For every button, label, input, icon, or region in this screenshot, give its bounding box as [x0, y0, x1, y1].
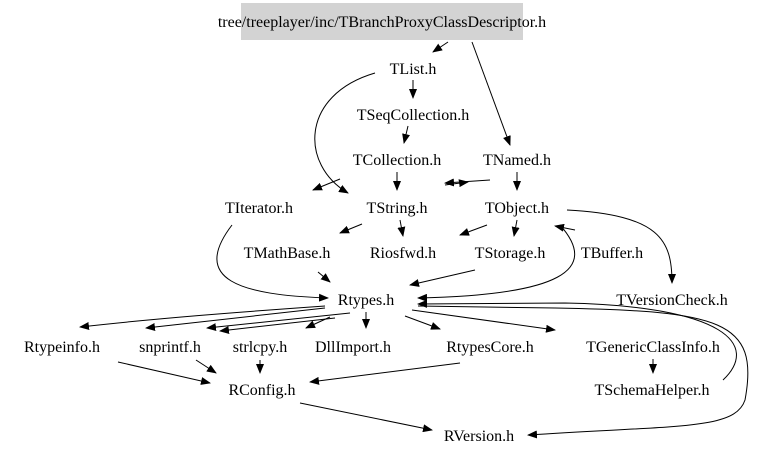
edge-rtypes-tgenericclassinfo-b	[411, 309, 556, 333]
node-dllimport[interactable]: DllImport.h	[315, 339, 391, 356]
edge-tobject-rtypes	[417, 224, 576, 302]
node-tbuffer[interactable]: TBuffer.h	[581, 245, 643, 262]
node-tmathbase[interactable]: TMathBase.h	[244, 245, 331, 262]
edge-tobject-tversioncheck	[566, 209, 676, 284]
edge-rconfig-rversion	[299, 402, 433, 433]
edge-tobject-riosfwd	[459, 224, 488, 236]
edge-tobject-tstorage	[511, 219, 520, 237]
node-tseqcollection[interactable]: TSeqCollection.h	[357, 107, 469, 124]
edge-tstring-riosfwd	[397, 219, 406, 237]
edge-rtypescore-rconfig	[309, 362, 461, 385]
node-rtypeinfo[interactable]: Rtypeinfo.h	[24, 339, 100, 356]
edge-tobject-tbuffer	[554, 223, 576, 232]
edge-rtypes-snprintf	[145, 307, 326, 331]
nodes: TList.h TSeqCollection.h TCollection.h T…	[24, 61, 728, 445]
node-tstring[interactable]: TString.h	[367, 200, 428, 217]
root-node[interactable]: tree/treeplayer/inc/TBranchProxyClassDes…	[218, 3, 546, 40]
edge-tschemahelper-rtypes	[417, 299, 737, 381]
edge-rtypeinfo-rconfig	[117, 361, 211, 385]
node-strlcpy[interactable]: strlcpy.h	[233, 339, 288, 356]
node-rtypescore[interactable]: RtypesCore.h	[446, 339, 534, 356]
node-tschemahelper[interactable]: TSchemaHelper.h	[594, 382, 709, 399]
node-rversion[interactable]: RVersion.h	[444, 428, 514, 445]
edge-rtypes-tgenericclassinfo	[219, 317, 336, 334]
node-tlist[interactable]: TList.h	[390, 61, 437, 78]
root-node-box	[241, 3, 523, 40]
edge-root-tnamed	[471, 41, 511, 146]
node-tnamed[interactable]: TNamed.h	[483, 152, 551, 169]
edge-rtypes-strlcpy	[206, 312, 351, 332]
node-snprintf[interactable]: snprintf.h	[139, 339, 201, 356]
edge-rtypes-dllimport-a	[305, 316, 331, 329]
edge-titerator-rtypes	[216, 224, 329, 302]
root-node-label: tree/treeplayer/inc/TBranchProxyClassDes…	[218, 14, 546, 31]
edge-tseqcollection-tcollection	[402, 125, 410, 144]
node-riosfwd[interactable]: Riosfwd.h	[370, 245, 436, 262]
node-tobject[interactable]: TObject.h	[485, 200, 549, 217]
edge-tlist-tstring	[314, 72, 376, 194]
node-titerator[interactable]: TIterator.h	[225, 200, 293, 217]
node-rtypes[interactable]: Rtypes.h	[338, 292, 394, 309]
edge-tstring-tmathbase	[339, 223, 363, 234]
edge-tcollection-titerator	[312, 178, 341, 191]
edge-tstorage-rtypes	[409, 269, 476, 287]
edges	[79, 41, 749, 439]
node-tcollection[interactable]: TCollection.h	[353, 152, 441, 169]
edge-tnamed-tobject-2	[444, 178, 491, 187]
edge-root-tlist	[432, 41, 449, 53]
edge-tmathbase-rtypes	[317, 271, 331, 283]
node-tversioncheck[interactable]: TVersionCheck.h	[616, 292, 728, 309]
node-tgenericclassinfo[interactable]: TGenericClassInfo.h	[586, 339, 720, 356]
edge-rtypes-rtypeinfo	[79, 305, 326, 330]
edge-snprintf-rconfig	[195, 359, 217, 374]
edge-rtypes-rtypescore	[404, 315, 441, 330]
edge-rtypes-rversion	[417, 305, 749, 439]
node-rconfig[interactable]: RConfig.h	[228, 382, 295, 399]
node-tstorage[interactable]: TStorage.h	[475, 245, 546, 262]
